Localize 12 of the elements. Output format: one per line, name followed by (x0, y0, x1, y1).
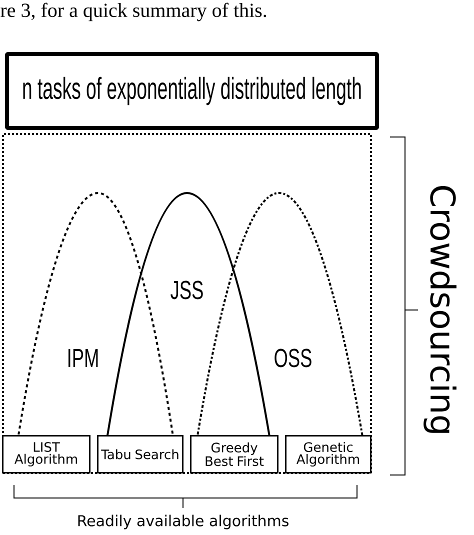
algorithm-box: Tabu Search (97, 435, 184, 474)
algorithm-box: Genetic Algorithm (285, 435, 372, 474)
bracket-label: Readily available algorithms (78, 514, 288, 530)
curve-label: OSS (274, 348, 312, 368)
curve-label: JSS (170, 280, 203, 300)
side-label: Crowdsourcing (424, 186, 456, 433)
algorithm-box: LIST Algorithm (2, 435, 90, 474)
dotted-frame (2, 133, 372, 474)
sentence: re 3, for a quick summary of this. (0, 2, 266, 22)
title-box: n tasks of exponentially distributed length (5, 52, 379, 130)
algorithm-box: Greedy Best First (190, 435, 278, 474)
curve-label: IPM (68, 349, 98, 367)
